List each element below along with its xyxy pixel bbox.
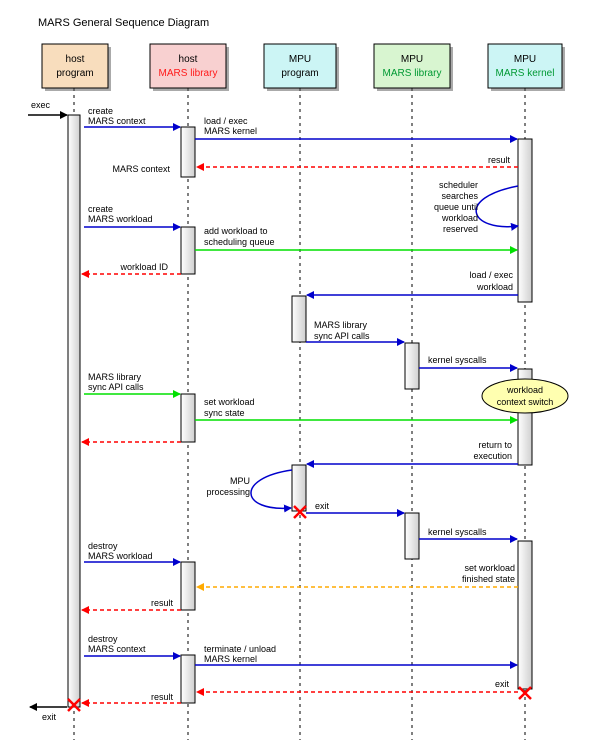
- participant-mpu-mars-kernel: MPU MARS kernel: [487, 43, 565, 91]
- svg-text:workload: workload: [506, 385, 543, 395]
- activation-hostlib-4: [180, 561, 196, 611]
- kernel-destroy-x-icon: [518, 686, 532, 700]
- destroy-markers: [67, 505, 532, 712]
- svg-text:workload: workload: [441, 213, 478, 223]
- label-terminate-kernel: terminate / unload: [204, 644, 276, 654]
- svg-text:MPU: MPU: [401, 54, 423, 65]
- label-kernel-syscalls-1: kernel syscalls: [428, 355, 487, 365]
- svg-text:MARS context: MARS context: [88, 116, 146, 126]
- label-return-to-execution: return to: [478, 440, 512, 450]
- svg-text:MPU: MPU: [514, 54, 536, 65]
- svg-text:searches: searches: [441, 191, 478, 201]
- svg-text:sync API calls: sync API calls: [314, 331, 370, 341]
- context-switch-note: workload context switch: [481, 378, 569, 414]
- svg-text:program: program: [281, 68, 318, 79]
- participant-mpu-program: MPU program: [263, 43, 339, 91]
- label-load-workload: load / exec: [469, 270, 513, 280]
- participant-box: [487, 43, 563, 89]
- svg-text:MARS kernel: MARS kernel: [204, 654, 257, 664]
- messages: [28, 111, 519, 711]
- svg-text:sync state: sync state: [204, 408, 245, 418]
- label-set-finished: set workload: [464, 563, 515, 573]
- svg-text:host: host: [179, 54, 198, 65]
- label-create-context: create: [88, 106, 113, 116]
- label-mpu-processing: MPU: [230, 476, 250, 486]
- label-exec: exec: [31, 100, 51, 110]
- label-load-kernel: load / exec: [204, 116, 248, 126]
- label-mpu-exit: exit: [315, 501, 330, 511]
- msg-mpu-processing-loop: [250, 469, 293, 513]
- svg-text:execution: execution: [473, 451, 512, 461]
- activation-mpulib-2: [404, 512, 420, 560]
- diagram-title: MARS General Sequence Diagram: [38, 17, 209, 29]
- label-result-1: result: [488, 155, 511, 165]
- svg-text:program: program: [56, 68, 93, 79]
- svg-text:context switch: context switch: [497, 397, 554, 407]
- host-program-destroy-x-icon: [67, 698, 81, 712]
- label-result-3: result: [151, 692, 174, 702]
- participant-box: [149, 43, 227, 89]
- label-set-sync-state: set workload: [204, 397, 255, 407]
- svg-text:MARS kernel: MARS kernel: [204, 126, 257, 136]
- svg-text:workload: workload: [476, 282, 513, 292]
- label-workload-id: workload ID: [119, 262, 168, 272]
- activation-hostlib-3: [180, 393, 196, 443]
- activation-kernel-1: [517, 138, 533, 303]
- activation-mpulib-1: [404, 342, 420, 390]
- activation-hostlib-5: [180, 654, 196, 704]
- svg-text:MARS workload: MARS workload: [88, 551, 153, 561]
- label-destroy-context: destroy: [88, 634, 118, 644]
- label-kernel-syscalls-2: kernel syscalls: [428, 527, 487, 537]
- mpu-program-destroy-x-icon: [293, 505, 307, 519]
- label-destroy-workload: destroy: [88, 541, 118, 551]
- label-scheduler: scheduler: [439, 180, 478, 190]
- label-result-2: result: [151, 598, 174, 608]
- label-create-workload: create: [88, 204, 113, 214]
- label-host-sync-api: MARS library: [88, 372, 142, 382]
- activation-mpu-program-1: [291, 295, 307, 343]
- activations: [67, 114, 533, 708]
- activation-hostlib-2: [180, 226, 196, 275]
- svg-text:MARS library: MARS library: [159, 68, 218, 79]
- participant-host-mars-library: host MARS library: [149, 43, 229, 91]
- svg-text:processing: processing: [206, 487, 250, 497]
- message-labels: exec create MARS context load / exec MAR…: [31, 100, 515, 722]
- svg-text:MPU: MPU: [289, 54, 311, 65]
- svg-text:MARS context: MARS context: [88, 644, 146, 654]
- participant-mpu-mars-library: MPU MARS library: [373, 43, 453, 91]
- svg-text:MARS kernel: MARS kernel: [496, 68, 555, 79]
- label-add-workload: add workload to: [204, 226, 268, 236]
- label-mpu-sync-api: MARS library: [314, 320, 368, 330]
- svg-text:MARS workload: MARS workload: [88, 214, 153, 224]
- label-host-exit: exit: [42, 712, 57, 722]
- activation-hostlib-1: [180, 126, 196, 178]
- participant-box: [373, 43, 451, 89]
- participant-host-program: host program: [41, 43, 111, 91]
- activation-host-program: [67, 114, 81, 708]
- svg-text:sync API calls: sync API calls: [88, 382, 144, 392]
- svg-text:finished state: finished state: [462, 574, 515, 584]
- participant-box: [263, 43, 337, 89]
- svg-text:scheduling queue: scheduling queue: [204, 237, 275, 247]
- participant-box: [41, 43, 109, 89]
- label-mars-context: MARS context: [112, 164, 170, 174]
- svg-text:reserved: reserved: [443, 224, 478, 234]
- label-kernel-exit: exit: [495, 679, 510, 689]
- msg-scheduler-loop: [475, 185, 519, 231]
- activation-kernel-3: [517, 540, 533, 690]
- svg-text:MARS library: MARS library: [383, 68, 442, 79]
- activation-mpu-program-2: [291, 464, 307, 512]
- svg-text:queue until: queue until: [434, 202, 478, 212]
- svg-text:host: host: [66, 54, 85, 65]
